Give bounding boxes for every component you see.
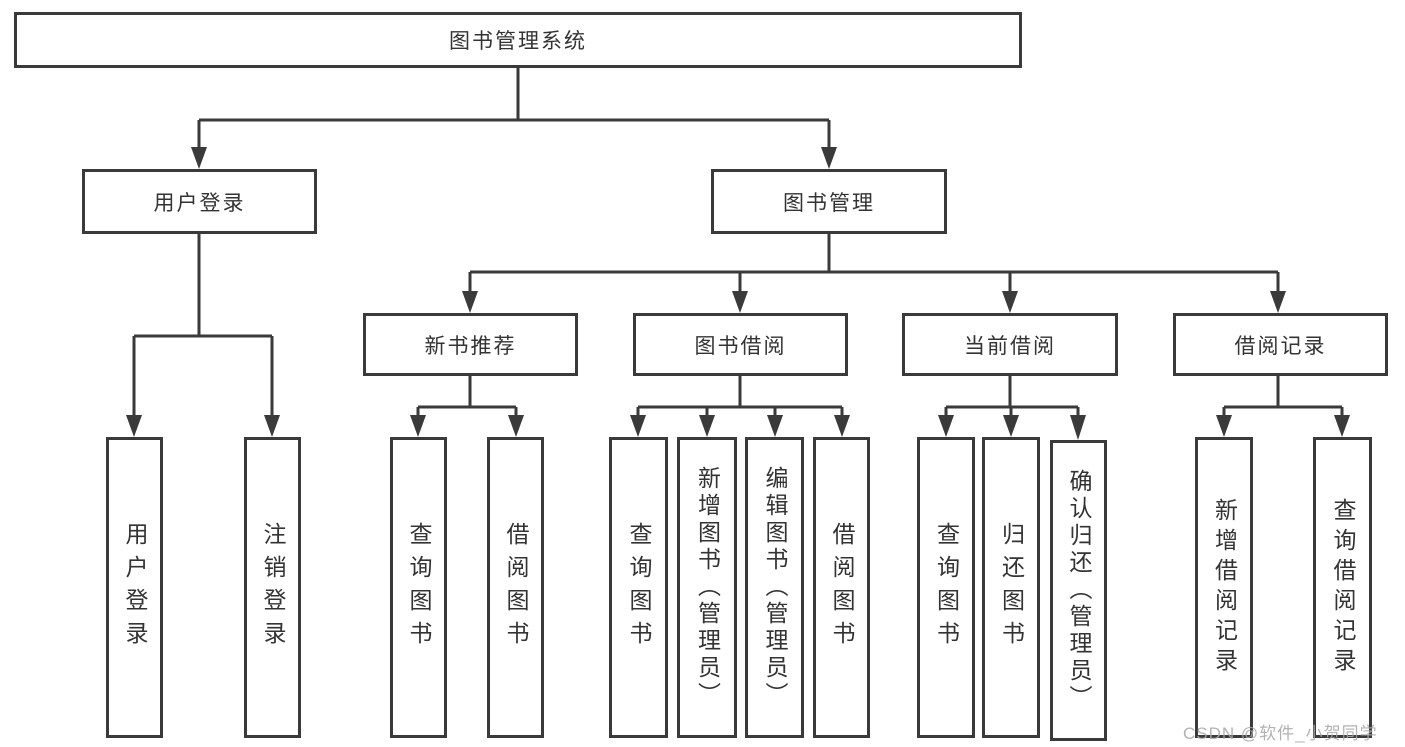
leaf-borrow-edit-label: 编辑图书（管理员） bbox=[762, 466, 788, 709]
leaf-newbook-query-label: 查询图书 bbox=[406, 521, 432, 654]
node-new-book: 新书推荐 bbox=[363, 313, 578, 376]
leaf-records-query: 查询借阅记录 bbox=[1313, 437, 1372, 738]
leaf-current-query-label: 查询图书 bbox=[933, 521, 960, 654]
node-borrow-records: 借阅记录 bbox=[1173, 313, 1388, 376]
leaf-current-query: 查询图书 bbox=[917, 437, 975, 738]
node-book-mgmt-label: 图书管理 bbox=[783, 191, 875, 215]
leaf-borrow-borrow: 借阅图书 bbox=[813, 437, 870, 738]
arrowhead bbox=[732, 291, 748, 313]
leaf-newbook-query: 查询图书 bbox=[390, 437, 447, 738]
leaf-logout-label: 注销登录 bbox=[260, 521, 286, 654]
connector-current-borrow-to-leaves bbox=[944, 376, 1080, 418]
arrowhead bbox=[699, 415, 715, 437]
arrowhead bbox=[508, 415, 524, 437]
arrowhead bbox=[938, 415, 954, 437]
arrowhead bbox=[821, 147, 837, 169]
node-book-borrow: 图书借阅 bbox=[633, 313, 848, 376]
node-user-login-label: 用户登录 bbox=[153, 191, 246, 215]
leaf-records-add: 新增借阅记录 bbox=[1195, 437, 1253, 738]
node-book-mgmt: 图书管理 bbox=[711, 169, 947, 234]
arrowhead bbox=[834, 415, 850, 437]
connector-book-mgmt-to-level3 bbox=[468, 234, 1280, 294]
connector-borrow-records-to-leaves bbox=[1222, 376, 1344, 418]
arrowhead bbox=[462, 291, 478, 313]
leaf-current-confirm: 确认归还（管理员） bbox=[1050, 440, 1107, 741]
leaf-borrow-query-label: 查询图书 bbox=[626, 521, 652, 654]
node-root: 图书管理系统 bbox=[14, 12, 1022, 68]
arrowhead bbox=[767, 415, 783, 437]
arrowhead bbox=[630, 415, 646, 437]
arrowhead bbox=[264, 415, 280, 437]
arrowheads bbox=[126, 147, 1350, 440]
node-new-book-label: 新书推荐 bbox=[424, 334, 517, 358]
leaf-current-confirm-label: 确认归还（管理员） bbox=[1066, 469, 1092, 712]
leaf-borrow-query: 查询图书 bbox=[609, 437, 668, 738]
connector-new-book-to-leaves bbox=[416, 376, 518, 418]
leaf-borrow-borrow-label: 借阅图书 bbox=[829, 521, 855, 654]
leaf-newbook-borrow-label: 借阅图书 bbox=[503, 521, 529, 654]
connector-book-borrow-to-leaves bbox=[636, 376, 844, 418]
leaf-borrow-add: 新增图书（管理员） bbox=[677, 437, 737, 738]
arrowhead bbox=[1334, 415, 1350, 437]
leaf-logout: 注销登录 bbox=[244, 437, 301, 738]
arrowhead bbox=[126, 415, 142, 437]
arrowhead bbox=[1216, 415, 1232, 437]
leaf-current-return-label: 归还图书 bbox=[998, 521, 1025, 654]
node-borrow-records-label: 借阅记录 bbox=[1234, 334, 1327, 358]
leaf-borrow-add-label: 新增图书（管理员） bbox=[694, 466, 721, 709]
arrowhead bbox=[191, 147, 207, 169]
node-current-borrow: 当前借阅 bbox=[902, 313, 1118, 376]
node-book-borrow-label: 图书借阅 bbox=[694, 334, 787, 358]
connector-root-to-level2 bbox=[197, 68, 831, 150]
leaf-current-return: 归还图书 bbox=[982, 437, 1040, 738]
node-current-borrow-label: 当前借阅 bbox=[964, 334, 1056, 358]
arrowhead bbox=[1003, 415, 1019, 437]
node-root-label: 图书管理系统 bbox=[449, 30, 587, 53]
arrowhead bbox=[1070, 415, 1086, 440]
arrowhead bbox=[410, 415, 426, 437]
arrowhead bbox=[1270, 291, 1286, 313]
leaf-records-add-label: 新增借阅记录 bbox=[1211, 497, 1238, 678]
leaf-user-login: 用户登录 bbox=[106, 437, 163, 738]
leaf-records-query-label: 查询借阅记录 bbox=[1330, 497, 1356, 678]
connector-user-login-to-leaves bbox=[132, 234, 274, 418]
leaf-newbook-borrow: 借阅图书 bbox=[487, 437, 544, 738]
leaf-borrow-edit: 编辑图书（管理员） bbox=[745, 437, 804, 738]
arrowhead bbox=[1002, 291, 1018, 313]
watermark: CSDN @软件_小贺同学 bbox=[1183, 724, 1378, 743]
leaf-user-login-label: 用户登录 bbox=[122, 521, 148, 654]
node-user-login: 用户登录 bbox=[82, 169, 317, 234]
